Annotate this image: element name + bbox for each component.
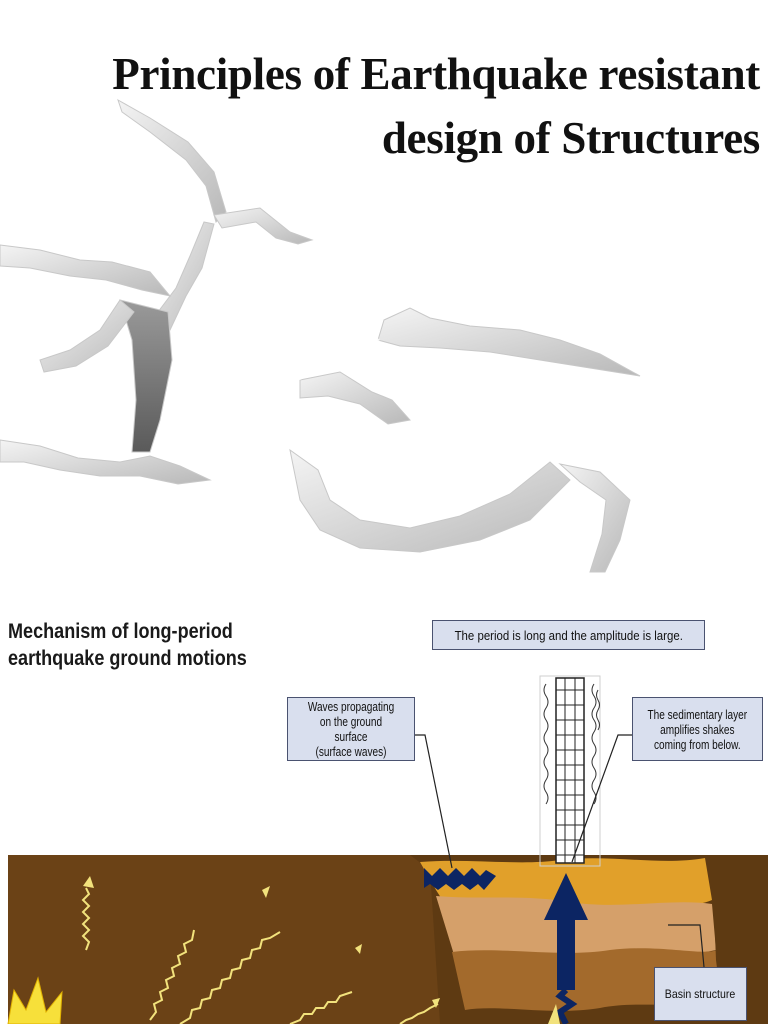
sedimentary-line-3: coming from below. <box>654 736 741 752</box>
period-amplitude-callout: The period is long and the amplitude is … <box>432 620 705 650</box>
tall-building <box>555 677 585 864</box>
diagram-heading-line-2: earthquake ground motions <box>8 647 247 670</box>
crack-fissures <box>0 98 641 573</box>
sedimentary-line-1: The sedimentary layer <box>647 706 748 722</box>
sedimentary-line-2: amplifies shakes <box>660 721 735 737</box>
cracked-ground-illustration <box>0 98 641 573</box>
bedrock-surface <box>8 855 440 1024</box>
callout-leader-lines <box>415 734 705 968</box>
period-amplitude-text: The period is long and the amplitude is … <box>454 627 683 643</box>
slide-title-line-1: Principles of Earthquake resistant <box>112 49 760 99</box>
sedimentary-layer-callout: The sedimentary layer amplifies shakes c… <box>632 697 763 761</box>
surface-waves-line-3: (surface waves) <box>315 744 387 759</box>
slide-title-line-2: design of Structures <box>381 113 760 163</box>
long-period-ground-motion-diagram <box>7 675 768 1024</box>
building-sway-lines <box>543 683 600 805</box>
seismic-ray-waves <box>81 887 439 1024</box>
seismic-source-burst <box>7 976 63 1024</box>
diagram-heading: Mechanism of long-period earthquake grou… <box>8 618 247 672</box>
diagram-heading-line-1: Mechanism of long-period <box>8 620 233 643</box>
sediment-layer-tan <box>436 896 716 958</box>
basin-structure-callout: Basin structure <box>654 967 747 1021</box>
surface-wave-arrow <box>424 868 496 890</box>
surface-waves-line-1: Waves propagating <box>307 699 395 714</box>
surface-waves-callout: Waves propagating on the ground surface … <box>287 697 415 761</box>
basin-structure-text: Basin structure <box>665 986 736 1001</box>
upward-amplification-arrow <box>544 873 588 1024</box>
surface-waves-line-2: on the ground surface <box>319 714 383 744</box>
